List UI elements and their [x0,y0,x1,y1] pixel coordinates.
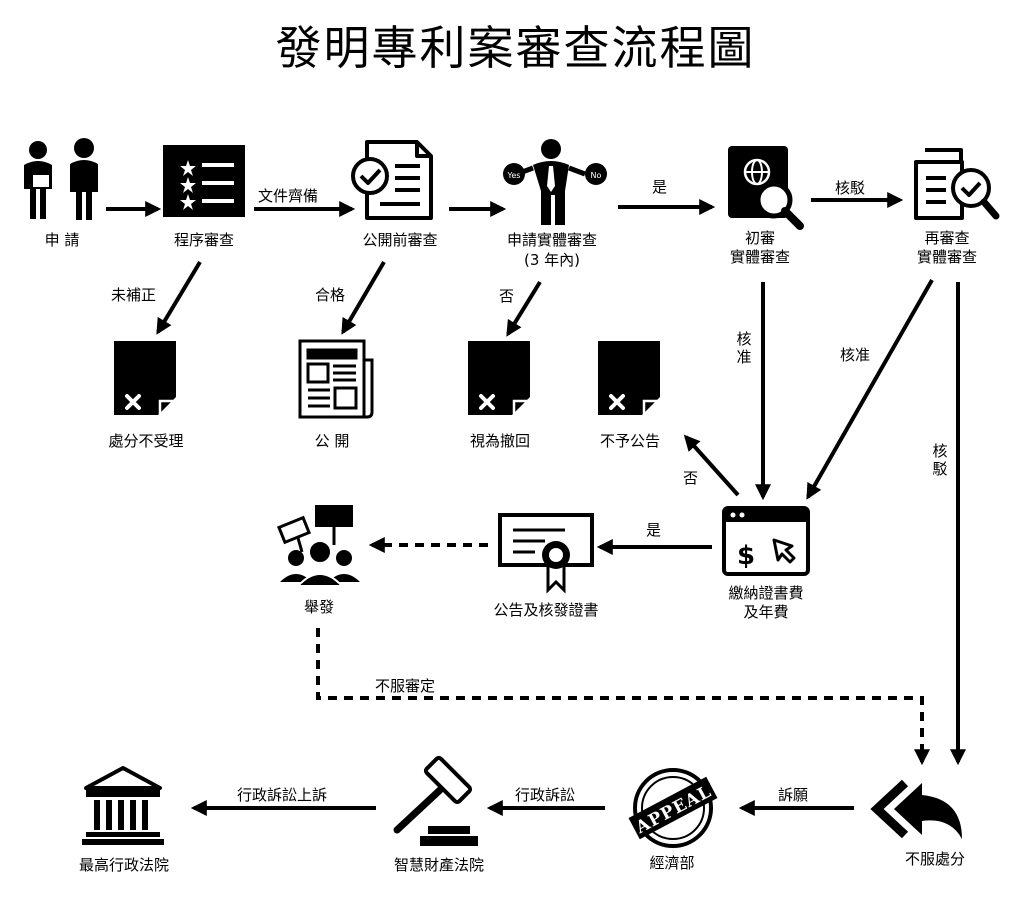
edge-prepublication-to-publication [343,262,384,332]
edge-label-disagree-decision: 不服審定 [375,677,435,695]
edge-label-yes-request: 是 [652,178,667,196]
online-payment-icon: $ [724,508,808,574]
node-label-re-exam: 再審查 [877,229,1017,247]
appeal-stamp-icon: APPEAL [629,770,718,846]
edge-label-paid: 是 [646,521,661,539]
edge-label-first-approved: 核准 [735,330,753,366]
approved-document-icon [353,142,431,218]
protest-crowd-icon [279,505,360,586]
yes-no-person-icon: Yes No [503,139,607,225]
gavel-icon [397,757,478,846]
svg-text:No: No [591,171,602,180]
edge-label-not-supplemented: 未補正 [111,286,156,304]
node-label-fee-payment-sub: 及年費 [696,603,836,621]
checklist-icon [163,145,245,217]
rejected-file-icon [598,341,660,415]
newspaper-icon [300,341,372,417]
edge-label-admin-appeal: 行政訴訟上訴 [237,786,327,804]
node-label-opposition: 舉發 [249,598,389,616]
node-label-pre-publication: 公開前審查 [330,231,470,249]
passport-search-icon [728,146,800,226]
edge-label-petition: 訴願 [778,786,808,804]
node-label-appeal-disposal: 不服處分 [865,850,1005,868]
node-label-disposal-rejected: 處分不受理 [76,432,216,450]
certificate-icon [500,515,592,590]
node-label-ip-court: 智慧財產法院 [369,856,509,874]
edge-label-admin-litigation: 行政訴訟 [515,786,575,804]
edge-label-qualified: 合格 [315,286,345,304]
rejected-file-icon [468,341,530,415]
svg-text:Yes: Yes [507,171,521,180]
edge-label-re-approved: 核准 [840,346,870,364]
applicants-icon [24,138,98,220]
reply-arrow-icon [877,783,962,839]
edge-label-docs-complete: 文件齊備 [258,187,318,205]
node-label-supreme-court: 最高行政法院 [54,856,194,874]
node-label-deemed-withdrawn: 視為撤回 [430,432,570,450]
node-label-re-exam-sub: 實體審查 [877,248,1017,266]
node-label-certificate: 公告及核發證書 [476,601,616,619]
edge-label-re-rejected: 核駁 [931,442,949,478]
page-title: 發明專利案審查流程圖 [0,12,1031,78]
edge-opposition-to-appeal-dashed [318,628,922,762]
node-label-first-exam-sub: 實體審查 [690,248,830,266]
node-label-publication: 公 開 [262,432,402,450]
edge-label-not-paid: 否 [683,469,698,487]
node-label-formality: 程序審查 [134,231,274,249]
edge-label-no-request: 否 [499,287,514,305]
edge-label-first-rejected: 核駁 [835,179,865,197]
node-label-first-exam: 初審 [690,229,830,247]
edge-formality-to-disposal [158,262,200,332]
document-check-icon [916,150,996,218]
node-label-ministry: 經濟部 [602,854,742,872]
edge-re-exam-to-fee [808,280,932,497]
node-label-no-announcement: 不予公告 [560,432,700,450]
courthouse-icon [82,768,164,845]
node-label-exam-request: 申請實體審查 [482,231,622,249]
svg-text:$: $ [737,541,755,571]
rejected-file-icon [114,341,176,415]
node-label-fee-payment: 繳納證書費 [696,584,836,602]
node-label-exam-request-sub: (3 年內) [482,251,622,269]
node-label-apply: 申 請 [0,231,132,249]
